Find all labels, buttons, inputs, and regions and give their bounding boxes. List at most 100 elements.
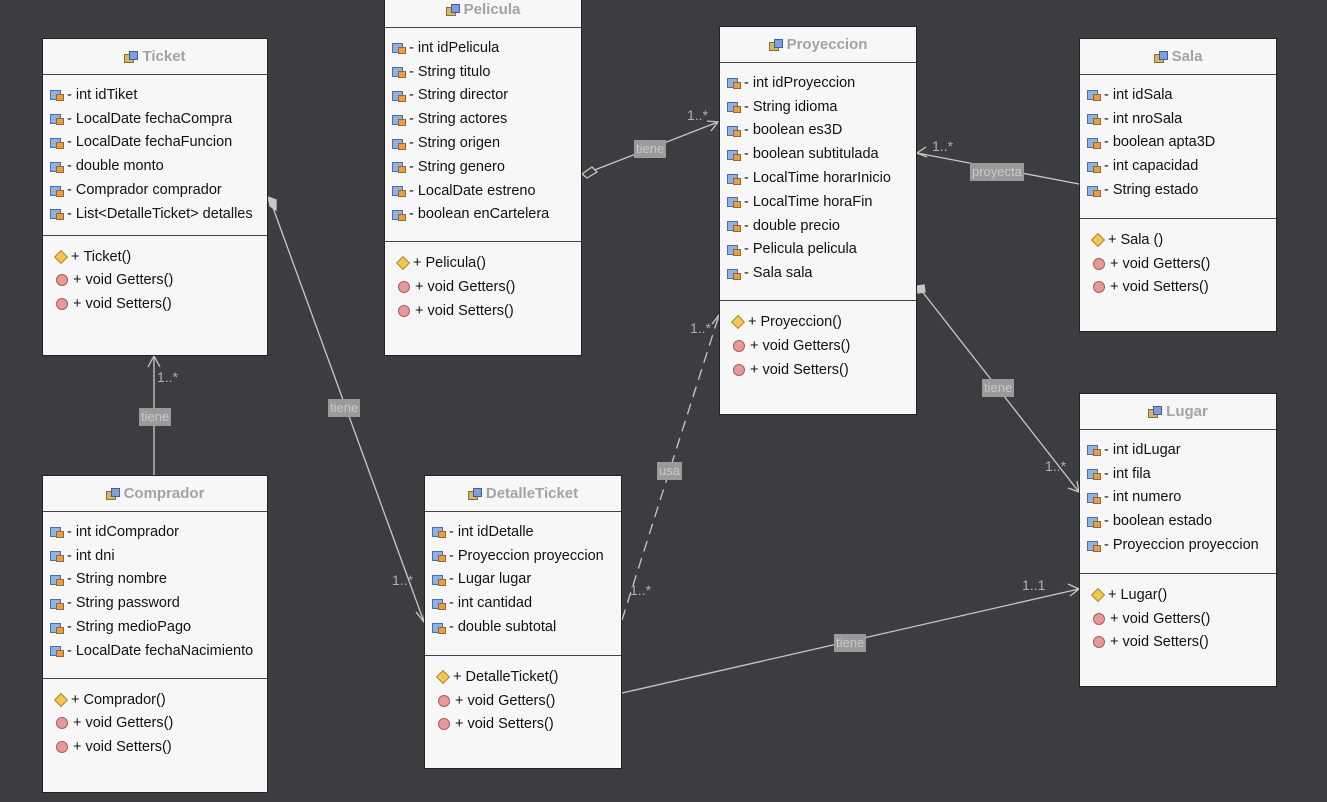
constructor-icon <box>1090 232 1106 247</box>
attribute-row[interactable]: -LocalDate fechaNacimiento <box>43 639 267 663</box>
attribute-row[interactable]: -boolean enCartelera <box>385 203 581 227</box>
class-name: Ticket <box>142 48 186 65</box>
class-header: DetalleTicket <box>425 476 621 512</box>
field-icon <box>1087 540 1101 552</box>
operation-row[interactable]: +void Setters() <box>425 713 621 737</box>
class-detalleticket[interactable]: DetalleTicket -int idDetalle -Proyeccion… <box>424 475 622 769</box>
method-icon <box>398 281 410 294</box>
attributes-section: -int idPelicula -String titulo -String d… <box>385 28 581 226</box>
operation-row[interactable]: +Pelicula() <box>385 251 581 275</box>
attribute-row[interactable]: -double precio <box>720 214 916 238</box>
attribute-row[interactable]: -int idComprador <box>43 520 267 544</box>
operation-row[interactable]: +void Setters() <box>43 292 267 316</box>
attribute-row[interactable]: -String genero <box>385 155 581 179</box>
operation-row[interactable]: +void Getters() <box>720 334 916 358</box>
attribute-row[interactable]: -List<DetalleTicket> detalles <box>43 202 267 226</box>
attribute-row[interactable]: -boolean estado <box>1080 509 1276 533</box>
method-icon <box>733 363 745 376</box>
attribute-row[interactable]: -boolean apta3D <box>1080 131 1276 155</box>
operation-row[interactable]: +void Setters() <box>43 735 267 759</box>
field-icon <box>1087 89 1101 102</box>
attribute-row[interactable]: -Proyeccion proyeccion <box>1080 533 1276 557</box>
attribute-row[interactable]: -int idDetalle <box>425 520 621 544</box>
attribute-row[interactable]: -String idioma <box>720 95 916 119</box>
attribute-row[interactable]: -int cantidad <box>425 591 621 615</box>
attribute-row[interactable]: -LocalDate fechaCompra <box>43 107 267 131</box>
operation-row[interactable]: +Proyeccion() <box>720 310 916 334</box>
class-comprador[interactable]: Comprador -int idComprador -int dni -Str… <box>42 475 268 793</box>
attribute-row[interactable]: -int nroSala <box>1080 107 1276 131</box>
attribute-row[interactable]: -LocalDate estreno <box>385 179 581 203</box>
attribute-row[interactable]: -Comprador comprador <box>43 178 267 202</box>
attribute-row[interactable]: -String actores <box>385 107 581 131</box>
operation-row[interactable]: +void Setters() <box>385 299 581 323</box>
class-icon <box>768 39 783 51</box>
class-name: Comprador <box>123 485 205 502</box>
attribute-row[interactable]: -String medioPago <box>43 615 267 639</box>
attribute-row[interactable]: -String estado <box>1080 178 1276 202</box>
label-proyeccion-lugar: tiene <box>982 379 1015 397</box>
class-ticket[interactable]: Ticket -int idTiket -LocalDate fechaComp… <box>42 38 268 356</box>
operation-row[interactable]: +Lugar() <box>1080 583 1276 607</box>
attribute-row[interactable]: -Proyeccion proyeccion <box>425 544 621 568</box>
operation-row[interactable]: +Ticket() <box>43 245 267 269</box>
arrow-comprador-ticket <box>147 354 161 368</box>
attribute-row[interactable]: -int idProyeccion <box>720 71 916 95</box>
field-icon <box>727 268 741 280</box>
attribute-row[interactable]: -boolean subtitulada <box>720 142 916 166</box>
attribute-row[interactable]: -int dni <box>43 544 267 568</box>
field-icon <box>392 114 406 126</box>
operation-row[interactable]: +void Getters() <box>385 275 581 299</box>
operation-row[interactable]: +void Getters() <box>1080 252 1276 276</box>
class-name: Pelicula <box>463 1 521 18</box>
attribute-row[interactable]: -int idSala <box>1080 83 1276 107</box>
operation-row[interactable]: +void Getters() <box>43 712 267 736</box>
operation-row[interactable]: +void Getters() <box>425 689 621 713</box>
operation-row[interactable]: +void Setters() <box>1080 276 1276 300</box>
method-icon <box>438 718 450 731</box>
field-icon <box>50 185 64 197</box>
operation-row[interactable]: +void Getters() <box>1080 607 1276 631</box>
field-icon <box>432 574 446 586</box>
attribute-row[interactable]: -Sala sala <box>720 261 916 285</box>
operation-row[interactable]: +void Getters() <box>43 269 267 293</box>
operation-row[interactable]: +void Setters() <box>720 358 916 382</box>
operation-row[interactable]: +DetalleTicket() <box>425 665 621 689</box>
operation-row[interactable]: +Comprador() <box>43 688 267 712</box>
attribute-row[interactable]: -String titulo <box>385 60 581 84</box>
attribute-row[interactable]: -String origen <box>385 131 581 155</box>
field-icon <box>727 196 741 209</box>
field-icon <box>1087 516 1101 528</box>
attribute-row[interactable]: -int idTiket <box>43 83 267 107</box>
field-icon <box>392 161 406 174</box>
attribute-row[interactable]: -double monto <box>43 154 267 178</box>
attribute-row[interactable]: -LocalTime horaFin <box>720 190 916 214</box>
field-icon <box>50 645 64 658</box>
attribute-row[interactable]: -String password <box>43 591 267 615</box>
field-icon <box>727 244 741 256</box>
attribute-row[interactable]: -LocalDate fechaFuncion <box>43 131 267 155</box>
class-proyeccion[interactable]: Proyeccion -int idProyeccion -String idi… <box>719 26 917 415</box>
attribute-row[interactable]: -Lugar lugar <box>425 568 621 592</box>
attribute-row[interactable]: -boolean es3D <box>720 119 916 143</box>
attribute-row[interactable]: -int numero <box>1080 486 1276 510</box>
class-sala[interactable]: Sala -int idSala -int nroSala -boolean a… <box>1079 38 1277 332</box>
attribute-row[interactable]: -int idLugar <box>1080 438 1276 462</box>
attribute-row[interactable]: -String nombre <box>43 568 267 592</box>
attribute-row[interactable]: -int fila <box>1080 462 1276 486</box>
attribute-row[interactable]: -Pelicula pelicula <box>720 238 916 262</box>
attribute-row[interactable]: -String director <box>385 84 581 108</box>
arrow-sala-proyeccion <box>915 146 928 158</box>
method-icon <box>1093 612 1105 625</box>
operation-row[interactable]: +void Setters() <box>1080 631 1276 655</box>
operation-row[interactable]: +Sala () <box>1080 228 1276 252</box>
label-sala-proyeccion: proyecta <box>970 163 1024 181</box>
field-icon <box>392 90 406 102</box>
attribute-row[interactable]: -double subtotal <box>425 615 621 639</box>
attribute-row[interactable]: -int capacidad <box>1080 154 1276 178</box>
field-icon <box>727 77 741 90</box>
class-lugar[interactable]: Lugar -int idLugar -int fila -int numero… <box>1079 393 1277 687</box>
class-pelicula[interactable]: Pelicula -int idPelicula -String titulo … <box>384 0 582 356</box>
attribute-row[interactable]: -LocalTime horarInicio <box>720 166 916 190</box>
attribute-row[interactable]: -int idPelicula <box>385 36 581 60</box>
